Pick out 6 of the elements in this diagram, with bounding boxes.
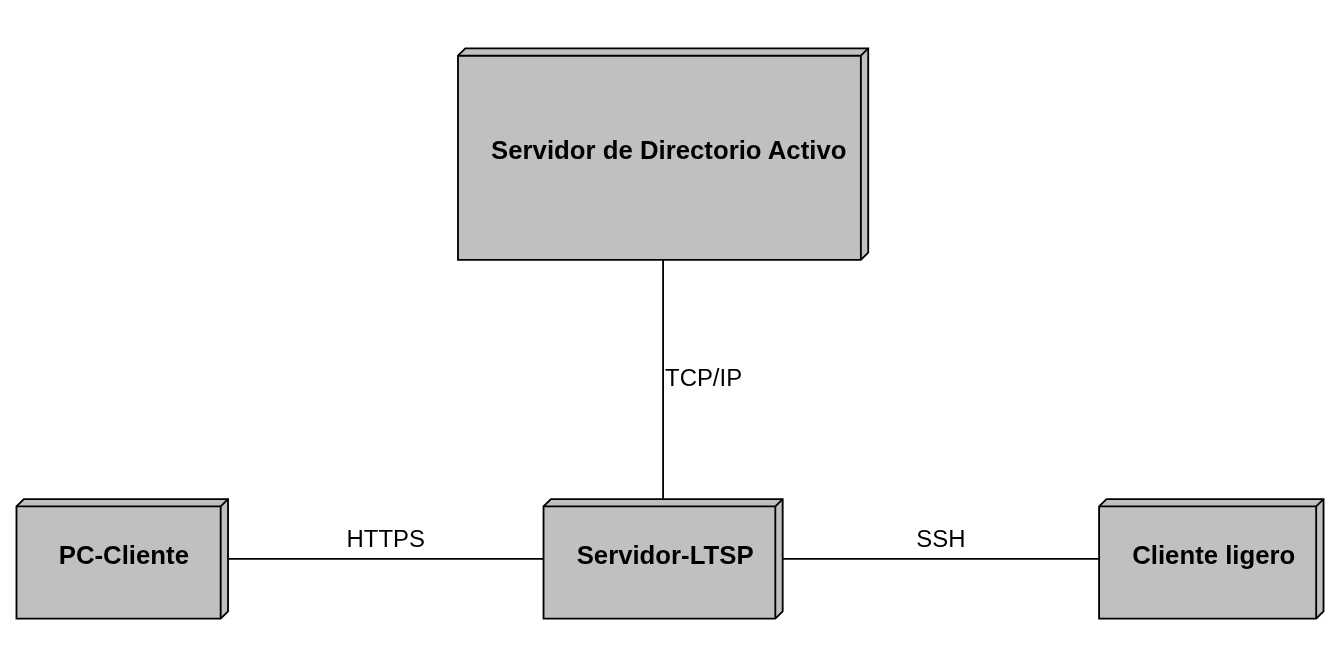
connector: [227, 557, 545, 560]
edge-label: TCP/IP: [665, 363, 743, 391]
edge-label: HTTPS: [346, 524, 425, 552]
connector: [662, 258, 664, 499]
edge-label: SSH: [916, 524, 966, 552]
connector: [781, 557, 1100, 560]
